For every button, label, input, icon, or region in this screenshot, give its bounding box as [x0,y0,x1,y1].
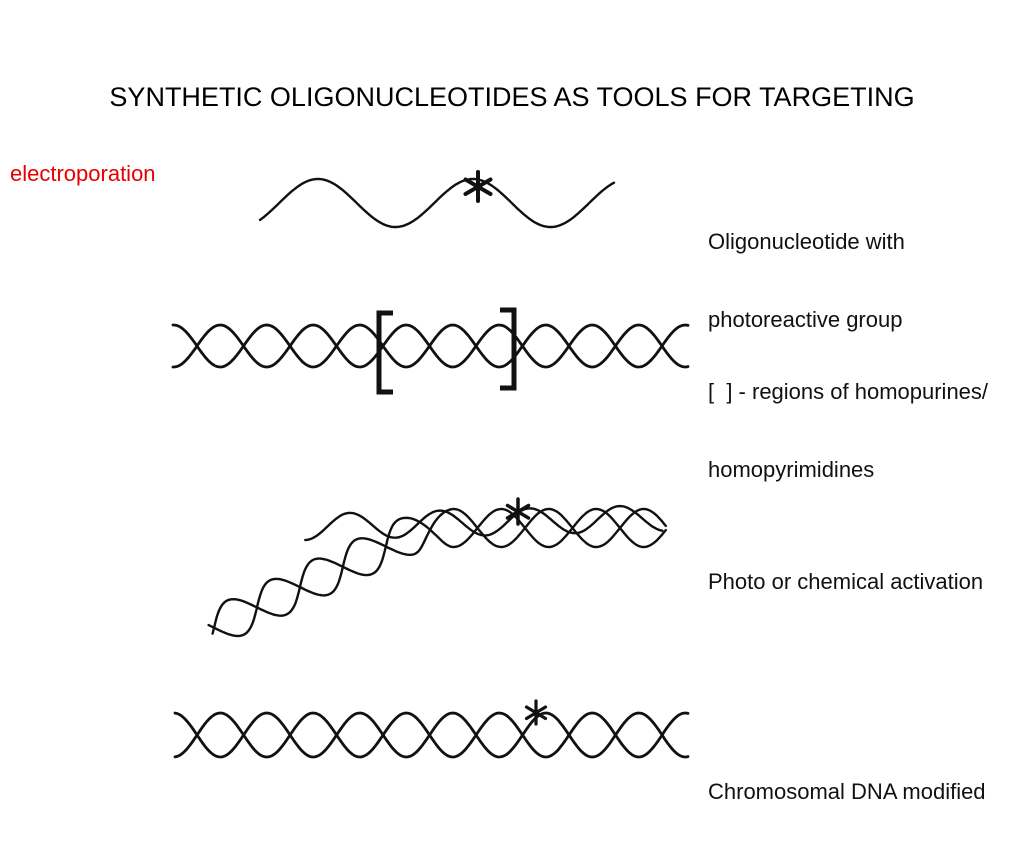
slide: SYNTHETIC OLIGONUCLEOTIDES AS TOOLS FOR … [10,82,988,805]
label-line: Photo or chemical activation [708,569,984,594]
region-open-bracket [376,310,393,395]
dna-strand-1 [171,323,690,369]
photoreactive-group-asterisk-icon [463,170,493,203]
step-label-target-region: [ ] - regions of homopurines/ homopyrimi… [708,327,988,535]
dna-strand-2 [173,711,690,759]
label-line: Oligonucleotide with [708,229,905,254]
label-line: [ ] - regions of homopurines/ [708,379,989,404]
dna-strand-1 [207,507,667,638]
asterisk-arm [463,177,493,196]
step-label-oligonucleotide: Oligonucleotide with photoreactive group [708,177,905,385]
dna-strand-2 [171,323,690,369]
slide-title: SYNTHETIC OLIGONUCLEOTIDES AS TOOLS FOR … [109,82,915,112]
modification-asterisk-icon [524,699,548,726]
label-line: Chromosomal DNA modified [708,779,986,804]
asterisk-arm [524,705,548,721]
targeting-diagram [171,170,690,759]
step-triplex-activation [207,497,667,638]
region-close-bracket [500,307,517,391]
step-modified-chromosome [173,699,690,759]
step-label-activation: Photo or chemical activation [708,517,983,647]
label-line: homopyrimidines [708,457,875,482]
dna-strand-2 [211,507,667,635]
step-label-modified: Chromosomal DNA modified [708,727,986,857]
asterisk-arm [505,503,531,520]
label-line: photoreactive group [708,307,903,332]
step-target-duplex [171,307,690,395]
bound-oligonucleotide-strand [304,504,664,542]
dna-strand-1 [173,711,690,759]
activated-group-asterisk-icon [505,497,531,526]
side-note: electroporation [10,161,156,186]
oligonucleotide-strand [258,177,616,229]
step-oligonucleotide [258,170,616,229]
